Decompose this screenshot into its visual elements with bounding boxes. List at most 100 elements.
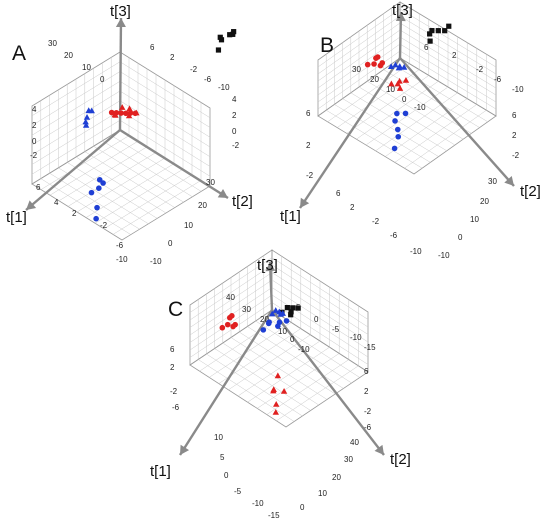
grid-line — [271, 279, 369, 343]
grid-line — [58, 146, 148, 202]
grid-line — [49, 140, 139, 196]
grid-line — [31, 90, 121, 146]
data-point-square — [227, 32, 233, 38]
tick-label: -15 — [364, 343, 376, 352]
data-point-triangle — [396, 85, 404, 91]
tick-label: 0 — [168, 239, 173, 248]
tick-label: 2 — [350, 203, 355, 212]
tick-label: -2 — [170, 387, 178, 396]
tick-label: 20 — [198, 201, 207, 210]
grid-line — [31, 81, 121, 136]
grid-line — [119, 110, 211, 167]
grid-line — [271, 257, 369, 320]
data-point-triangle — [388, 80, 395, 87]
grid-line — [399, 43, 497, 103]
axis-arrow-t1 — [25, 129, 121, 211]
data-point-square — [288, 309, 294, 315]
axis-arrow-t3-head — [395, 12, 406, 22]
grid-line — [266, 359, 349, 415]
axis-arrow-t2-head — [217, 188, 228, 198]
data-point-circle — [118, 110, 124, 116]
tick-label: -5 — [332, 325, 340, 334]
grid-line — [31, 100, 121, 155]
axis-arrow-t2-head — [374, 444, 384, 455]
data-point-circle — [88, 189, 95, 196]
data-point-square — [435, 28, 441, 34]
tick-label: 4 — [232, 95, 237, 104]
grid-line — [317, 43, 401, 103]
axis-arrow-t3-head — [115, 18, 126, 28]
data-point-circle — [395, 133, 402, 140]
grid-line — [189, 294, 273, 351]
grid-line — [209, 322, 292, 378]
data-point-circle — [379, 60, 386, 66]
tick-label: -2 — [100, 221, 108, 230]
grid-line — [119, 120, 211, 177]
data-point-circle — [113, 109, 120, 116]
data-point-square — [446, 23, 452, 29]
grid-line — [271, 264, 369, 328]
tick-label: -2 — [232, 141, 240, 150]
tick-label: 40 — [226, 293, 235, 302]
data-point-square — [217, 34, 223, 40]
data-point-triangle — [392, 61, 399, 68]
data-point-square — [442, 28, 448, 34]
grid-line — [119, 100, 211, 157]
tick-label: 10 — [318, 489, 327, 498]
tick-label: 20 — [370, 75, 379, 84]
tick-label: 2 — [512, 131, 517, 140]
grid-line — [247, 346, 330, 403]
axis-label-t2: t[2] — [390, 451, 411, 468]
tick-label: -10 — [252, 499, 264, 508]
grid-line — [189, 264, 273, 321]
data-point-circle — [260, 327, 267, 333]
data-point-circle — [371, 61, 377, 67]
data-point-square — [215, 47, 222, 53]
axis-arrow-t1-head — [300, 197, 310, 208]
tick-label: -6 — [116, 241, 124, 250]
tick-label: 2 — [232, 111, 237, 120]
data-point-circle — [266, 319, 272, 325]
data-point-square — [284, 305, 290, 311]
data-point-circle — [394, 126, 401, 133]
tick-label: 0 — [314, 315, 319, 324]
tick-label: 4 — [32, 105, 37, 114]
data-point-triangle — [280, 388, 288, 394]
tick-label: 5 — [220, 453, 225, 462]
axis-arrow-t2-head — [504, 175, 514, 186]
tick-label: 6 — [36, 183, 41, 192]
tick-label: -2 — [476, 65, 484, 74]
axis-arrow-t2 — [119, 128, 229, 200]
grid-line — [317, 8, 401, 68]
data-point-square — [231, 29, 237, 35]
tick-label: -10 — [218, 83, 230, 92]
data-point-circle — [402, 110, 409, 117]
data-point-square — [288, 312, 294, 318]
data-point-circle — [275, 323, 281, 329]
tick-label: 40 — [350, 438, 359, 447]
tick-label: 30 — [488, 177, 497, 186]
tick-label: 0 — [232, 127, 237, 136]
tick-label: -2 — [306, 171, 314, 180]
grid-line — [189, 272, 273, 328]
axis-arrow-t1-head — [180, 444, 190, 455]
grid-line — [189, 302, 273, 358]
grid-line — [356, 80, 439, 140]
grid-line — [317, 50, 401, 110]
grid-line — [271, 302, 369, 365]
tick-label: -10 — [150, 257, 162, 266]
tick-label: 2 — [32, 121, 37, 130]
tick-label: 30 — [344, 455, 353, 464]
grid-line — [394, 104, 477, 163]
grid-line — [119, 61, 211, 118]
data-point-circle — [374, 54, 381, 60]
data-point-circle — [132, 110, 139, 117]
data-point-triangle — [82, 121, 90, 128]
data-point-triangle — [269, 310, 276, 317]
tick-label: -10 — [410, 247, 422, 256]
axis-arrow-t3-head — [265, 262, 276, 272]
tick-label: 0 — [224, 471, 229, 480]
grid-line — [67, 152, 157, 207]
